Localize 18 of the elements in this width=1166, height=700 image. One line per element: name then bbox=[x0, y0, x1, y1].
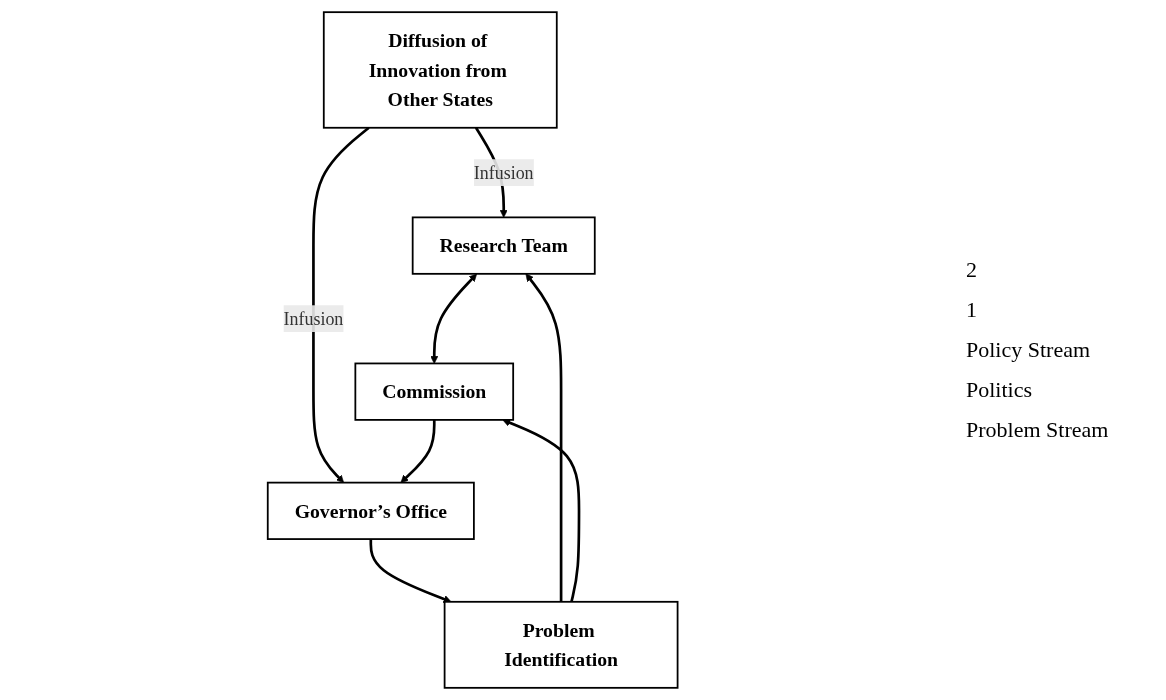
edge-label: Infusion bbox=[474, 162, 534, 183]
node-box: Governor’s Office bbox=[267, 481, 476, 540]
arrow bbox=[369, 539, 452, 603]
edge-label: Infusion bbox=[283, 308, 344, 329]
note-label: Politics bbox=[966, 377, 1032, 403]
arrow bbox=[312, 126, 370, 483]
arrow bbox=[430, 273, 478, 364]
note-label: Policy Stream bbox=[966, 337, 1091, 363]
arrow bbox=[400, 419, 436, 483]
node-box: Diffusion of Innovation from Other States bbox=[323, 11, 558, 129]
node-box: Commission bbox=[354, 362, 515, 421]
node-box: Research Team bbox=[412, 216, 596, 275]
arrow bbox=[502, 418, 581, 603]
arrow bbox=[525, 273, 563, 602]
note-label: 1 bbox=[966, 297, 977, 323]
note-label: Problem Stream bbox=[966, 417, 1109, 443]
node-box: Problem Identification bbox=[444, 600, 679, 689]
note-label: 2 bbox=[966, 257, 977, 283]
